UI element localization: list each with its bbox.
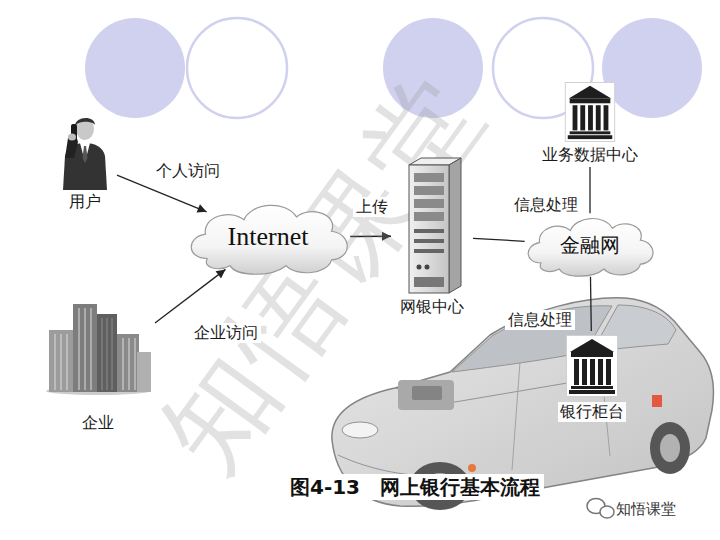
connector-line	[590, 277, 592, 331]
cloud-label: 金融网	[560, 234, 620, 256]
car-illustration	[650, 422, 690, 474]
bank-icon	[565, 82, 614, 141]
decorative-circles	[187, 18, 287, 118]
cloud-outline	[191, 205, 347, 274]
bank-icon	[566, 333, 618, 399]
server-icon	[409, 158, 461, 293]
server-icon	[401, 155, 463, 295]
network-cloud: Internet	[181, 194, 356, 280]
cloud-outline	[528, 219, 653, 277]
figure-caption: 图4-13 网上银行基本流程	[286, 474, 544, 500]
icon-node: 业务数据中心	[535, 82, 645, 165]
wechat-logo	[600, 506, 614, 518]
decorative-circles	[602, 18, 702, 118]
icon-node: 网银中心	[393, 155, 471, 317]
enterprise-icon	[43, 300, 153, 395]
car-illustration	[412, 386, 442, 400]
node-label: 用户	[67, 192, 103, 212]
car-illustration	[652, 395, 662, 407]
bank-icon	[567, 336, 618, 397]
user-icon	[57, 112, 113, 190]
node-label: 业务数据中心	[540, 145, 640, 165]
connector-line	[155, 269, 225, 323]
bank-icon	[564, 82, 616, 142]
node-label: 企业	[80, 413, 116, 433]
connector-line	[473, 238, 525, 241]
network-cloud: 金融网	[520, 209, 660, 281]
car-illustration	[468, 464, 476, 472]
cloud-label: Internet	[228, 223, 309, 252]
edge-label: 上传	[353, 197, 391, 217]
connector-line	[589, 167, 590, 213]
icon-node: 银行柜台	[552, 333, 632, 422]
edge-label: 个人访问	[153, 161, 223, 181]
node-label: 网银中心	[398, 297, 466, 317]
edge-label: 信息处理	[511, 195, 581, 215]
wechat-logo	[587, 499, 614, 519]
icon-node: 企业	[43, 300, 153, 433]
icon-node: 用户	[55, 112, 115, 212]
user-icon	[63, 118, 107, 190]
node-label: 银行柜台	[558, 402, 626, 422]
edge-label: 信息处理	[505, 310, 575, 330]
car-illustration	[660, 434, 680, 462]
brand-name: 知悟课堂	[616, 500, 676, 519]
enterprise-icon	[46, 304, 151, 395]
car-illustration	[398, 380, 454, 410]
edge-label: 企业访问	[191, 323, 261, 343]
decorative-circles	[85, 18, 185, 118]
car-illustration	[342, 422, 378, 438]
